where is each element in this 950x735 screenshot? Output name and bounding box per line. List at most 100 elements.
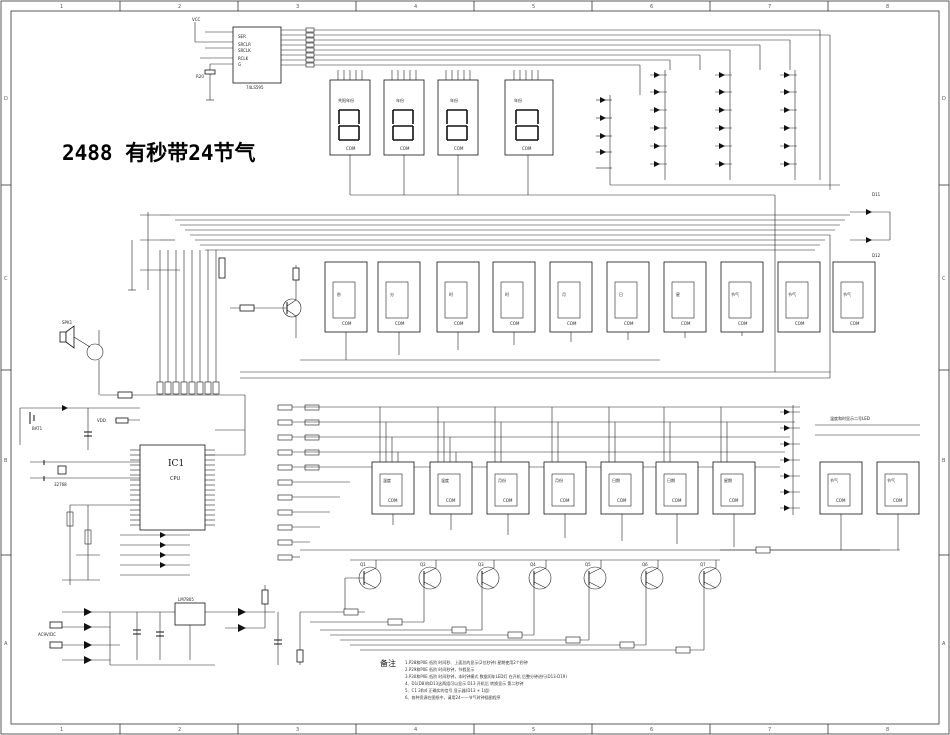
big-digit-3: 年份 COM bbox=[437, 79, 479, 156]
big-digit-2-label: 年份 bbox=[396, 97, 404, 103]
low-digit-9-label: 节气 bbox=[887, 477, 895, 483]
svg-text:G: G bbox=[238, 62, 241, 67]
big-digit-4: 年份 COM bbox=[504, 79, 554, 156]
note-line-2: 2.P29和P0E 低阶 时间秒钟，节假显示 bbox=[405, 666, 474, 672]
led-d12: D12 bbox=[850, 237, 890, 258]
transistor-q4: Q4 bbox=[528, 562, 552, 590]
svg-text:COM: COM bbox=[681, 321, 691, 326]
mid-digit-3-label: 时 bbox=[449, 291, 453, 297]
led-d11: D11 bbox=[850, 192, 891, 240]
transistor-q3: Q3 bbox=[476, 562, 500, 590]
low-digit-7-label: 星期 bbox=[724, 477, 732, 483]
col-label-4: 4 bbox=[414, 4, 417, 10]
svg-text:COM: COM bbox=[672, 498, 682, 503]
mid-digit-5-label: 月 bbox=[562, 292, 566, 297]
col-label-7: 7 bbox=[768, 4, 771, 10]
power-supply: AC9V/DC LM7805 bbox=[38, 585, 304, 666]
battery-bat1: BAT1 VDD bbox=[19, 405, 140, 450]
cpu-ic1: IC1 CPU bbox=[139, 444, 206, 531]
svg-text:SER: SER bbox=[238, 34, 246, 39]
col-label-1b: 1 bbox=[60, 727, 63, 733]
reset-circuit bbox=[62, 504, 130, 585]
led-note: 温度和时显示二号LED bbox=[830, 415, 870, 421]
mid-digit-3: 时 COM bbox=[436, 261, 480, 333]
svg-text:COM: COM bbox=[454, 321, 464, 326]
led-column-b bbox=[650, 70, 667, 180]
svg-text:COM: COM bbox=[446, 498, 456, 503]
mid-digit-6-label: 日 bbox=[619, 292, 623, 297]
mid-digit-2: 分 COM bbox=[377, 261, 421, 333]
shift-register-74ls595: SER SRCLR SRCLK RCLK G 74LS595 VCC R20 bbox=[192, 17, 282, 101]
cpu-name: CPU bbox=[170, 476, 181, 482]
crystal-32768: 32768 bbox=[30, 460, 140, 487]
q7-label: Q7 bbox=[700, 562, 706, 567]
mid-digit-1-label: 秒 bbox=[337, 291, 341, 297]
mid-digit-4-label: 时 bbox=[505, 291, 509, 297]
big-digit-4-label: 年份 bbox=[514, 97, 522, 103]
crystal-label: 32768 bbox=[54, 482, 67, 487]
notes-block: 备注 1.P28和P0E 低阶 时间秒、上面总的显示(2位秒钟) 星期使用2个秒… bbox=[380, 658, 567, 700]
low-digit-1-label: 温度 bbox=[383, 477, 391, 483]
d12-label: D12 bbox=[872, 253, 881, 258]
svg-text:SRCLR: SRCLR bbox=[238, 42, 251, 47]
schematic-title: 2488 有秒带24节气 bbox=[62, 141, 256, 165]
led-column-a bbox=[596, 95, 612, 170]
mid-digit-2-label: 分 bbox=[390, 291, 394, 297]
col-label-8: 8 bbox=[886, 4, 889, 10]
col-label-4b: 4 bbox=[414, 727, 417, 733]
q1-label: Q1 bbox=[360, 562, 366, 567]
svg-text:COM: COM bbox=[850, 321, 860, 326]
mid-digit-8-label: 节气 bbox=[731, 291, 739, 297]
transistor-row: Q1 Q2 Q3 Q4 Q5 Q6 Q7 bbox=[358, 562, 722, 590]
mid-digit-7-label: 星 bbox=[676, 291, 680, 297]
q4-label: Q4 bbox=[530, 562, 536, 567]
transistor-q7: Q7 bbox=[698, 562, 722, 590]
col-label-3b: 3 bbox=[296, 727, 299, 733]
svg-text:RCLK: RCLK bbox=[238, 56, 249, 61]
row-label-c-right: C bbox=[942, 276, 946, 282]
note-line-1: 1.P28和P0E 低阶 时间秒、上面总的显示(2位秒钟) 星期使用2个秒钟 bbox=[405, 659, 528, 665]
q6-label: Q6 bbox=[642, 562, 648, 567]
note-line-5: 5、C1 3和4 正确实的信号 显示器(D13 + 1组) bbox=[405, 687, 490, 693]
low-digit-6: 日期 COM bbox=[655, 461, 699, 515]
svg-text:COM: COM bbox=[738, 321, 748, 326]
speaker-spk1: SPK1 bbox=[59, 320, 104, 395]
low-digit-3-label: 月份 bbox=[498, 477, 506, 483]
note-line-3: 3.P30和P0E 低阶 时间秒钟，本时钟模式 数据闰年LED灯 在开机 后整分… bbox=[405, 673, 567, 679]
col-label-6b: 6 bbox=[650, 727, 653, 733]
power-in-label: AC9V/DC bbox=[38, 632, 56, 637]
svg-text:COM: COM bbox=[836, 498, 846, 503]
svg-text:SRCLK: SRCLK bbox=[238, 48, 251, 53]
svg-text:COM: COM bbox=[503, 498, 513, 503]
vcc-label: VCC bbox=[192, 17, 201, 22]
big-digit-1-label: 共阳年份 bbox=[338, 97, 354, 103]
svg-text:COM: COM bbox=[395, 321, 405, 326]
speaker-label: SPK1 bbox=[62, 320, 73, 325]
q2-label: Q2 bbox=[420, 562, 426, 567]
row-label-a-right: A bbox=[942, 641, 946, 647]
big-digit-1: 共阳年份 COM bbox=[329, 79, 371, 156]
big-digit-2: 年份 COM bbox=[383, 79, 425, 156]
mid-digit-7: 星 COM bbox=[663, 261, 707, 333]
big-digit-3-label: 年份 bbox=[450, 97, 458, 103]
notes-heading: 备注 bbox=[380, 658, 396, 668]
col-label-2b: 2 bbox=[178, 727, 181, 733]
transistor-q0 bbox=[218, 257, 302, 338]
col-label-1: 1 bbox=[60, 4, 63, 10]
col-label-3: 3 bbox=[296, 4, 299, 10]
low-digit-6-label: 日期 bbox=[667, 477, 675, 483]
transistor-q6: Q6 bbox=[640, 562, 664, 590]
q5-label: Q5 bbox=[585, 562, 591, 567]
mid-digit-9-label: 节气 bbox=[788, 291, 796, 297]
